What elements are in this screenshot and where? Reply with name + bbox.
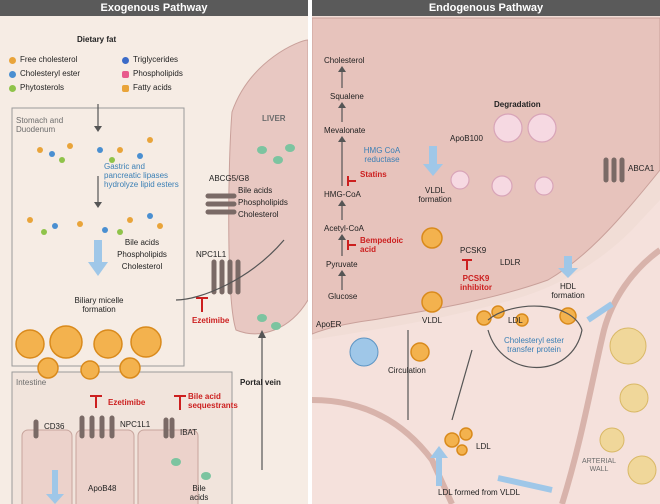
panel-divider <box>308 0 312 504</box>
dietary-fat-label: Dietary fat <box>77 35 117 44</box>
cholesteryl-ester-icon <box>9 71 16 78</box>
pcsk9-inhibitor-label: PCSK9 inhibitor <box>460 274 492 293</box>
fatty-acids-icon <box>122 85 129 92</box>
apob100-label: ApoB100 <box>450 134 483 143</box>
bile-acids-bottom-label: Bile acids <box>189 484 209 503</box>
step-glucose: Glucose <box>328 292 358 301</box>
legend-free-cholesterol: Free cholesterol <box>20 55 78 64</box>
portal-vein-label: Portal vein <box>240 378 281 387</box>
statins-label: Statins <box>360 170 387 179</box>
cd36-label: CD36 <box>44 422 65 431</box>
step-pyruvate: Pyruvate <box>326 260 358 269</box>
bile-acids-label: Bile acids <box>124 238 160 247</box>
npc1l1-intestine-label: NPC1L1 <box>120 420 151 429</box>
bile-acid-sequestrants-label: Bile acid sequestrants <box>188 392 238 411</box>
step-hmg-coa: HMG-CoA <box>324 190 361 199</box>
cholesterol-label: Cholesterol <box>121 262 163 271</box>
legend-cholesteryl-ester: Cholesteryl ester <box>20 69 81 78</box>
bempedoic-acid-label: Bempedoic acid <box>360 236 404 255</box>
ibat-label: IBAT <box>180 428 198 437</box>
step-cholesterol: Cholesterol <box>324 56 365 65</box>
ldl-lower-label: LDL <box>476 442 491 451</box>
phospholipids-label: Phospholipids <box>117 250 167 259</box>
hmg-coa-reductase-label: HMG CoA reductase <box>363 146 401 165</box>
degradation-label: Degradation <box>494 100 541 109</box>
npc1l1-liver-label: NPC1L1 <box>196 250 227 259</box>
phytosterols-icon <box>9 85 16 92</box>
ezetimibe-liver-label: Ezetimibe <box>192 316 230 325</box>
lipases-label: Gastric and pancreatic lipases hydrolyze… <box>104 162 179 190</box>
legend-triglycerides: Triglycerides <box>133 55 179 64</box>
hdl-formation-label: HDL formation <box>551 282 585 301</box>
legend-phytosterols: Phytosterols <box>20 83 65 92</box>
pcsk9-label: PCSK9 <box>460 246 487 255</box>
step-acetyl-coa: Acetyl-CoA <box>324 224 365 233</box>
endogenous-header: Endogenous Pathway <box>312 0 660 16</box>
vldl-formation-label: VLDL formation <box>418 186 452 205</box>
abcg-phospholipids: Phospholipids <box>238 198 288 207</box>
exogenous-illustration <box>11 39 308 504</box>
ldlr-label: LDLR <box>500 258 521 267</box>
abcg-cholesterol: Cholesterol <box>238 210 279 219</box>
arterial-wall-label: ARTERIAL WALL <box>581 458 617 474</box>
stomach-duodenum-label: Stomach and Duodenum <box>16 116 64 135</box>
step-squalene: Squalene <box>330 92 364 101</box>
abca1-label: ABCA1 <box>628 164 655 173</box>
free-cholesterol-icon <box>9 57 16 64</box>
endogenous-panel: Endogenous Pathway Cholesterol Squalene … <box>312 0 660 504</box>
endogenous-illustration <box>312 17 660 504</box>
step-mevalonate: Mevalonate <box>324 126 366 135</box>
circulation-label: Circulation <box>388 366 426 375</box>
exogenous-header: Exogenous Pathway <box>0 0 308 16</box>
vldl-label: VLDL <box>422 316 443 325</box>
phospholipids-icon <box>122 71 129 78</box>
apoer-label: ApoER <box>316 320 342 329</box>
ezetimibe-intestine-label: Ezetimibe <box>108 398 146 407</box>
abcg-label: ABCG5/G8 <box>209 174 250 183</box>
legend-phospholipids: Phospholipids <box>133 69 183 78</box>
micelle-formation-label: Biliary micelle formation <box>74 296 124 315</box>
apob48-label: ApoB48 <box>88 484 117 493</box>
triglycerides-icon <box>122 57 129 64</box>
liver-label: LIVER <box>262 114 286 123</box>
ldl-upper-label: LDL <box>508 316 523 325</box>
cetp-label: Cholesteryl ester transfer protein <box>503 336 565 355</box>
exogenous-panel: Exogenous Pathway Dietary fat Free chole… <box>0 0 308 504</box>
abcg-bile-acids: Bile acids <box>238 186 273 195</box>
intestine-label: Intestine <box>16 378 47 387</box>
legend-fatty-acids: Fatty acids <box>133 83 172 92</box>
ldl-formed-label: LDL formed from VLDL <box>438 488 520 497</box>
